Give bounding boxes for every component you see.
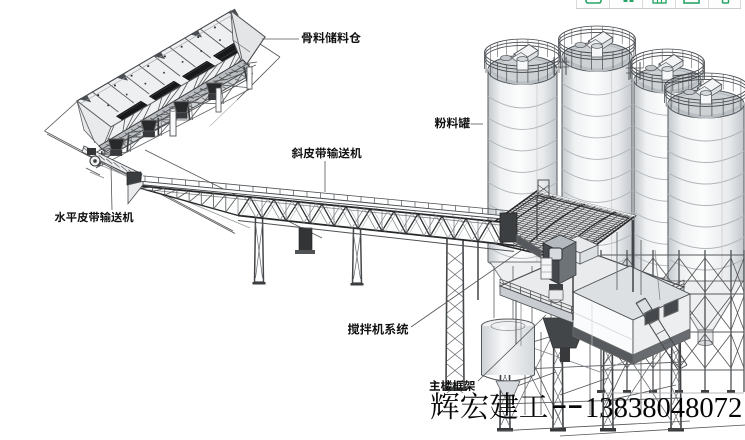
svg-text:13838048072: 13838048072 bbox=[585, 393, 742, 424]
